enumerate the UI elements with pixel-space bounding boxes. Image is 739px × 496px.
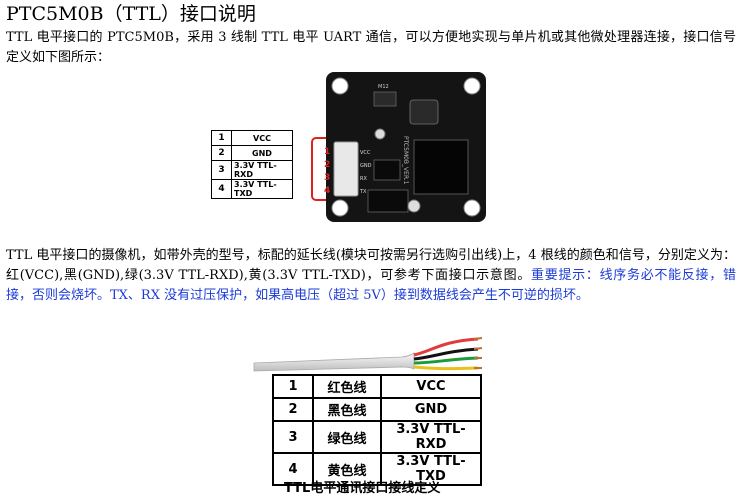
component	[373, 91, 397, 107]
component	[373, 159, 401, 181]
cable-sheath	[253, 352, 415, 372]
component	[409, 99, 439, 125]
table-row: 3 绿色线 3.3V TTL-RXD	[272, 420, 482, 454]
silk-label: RX	[360, 176, 367, 182]
cable-description-paragraph: TTL 电平接口的摄像机，如带外壳的型号，标配的延长线(模块可按需另行选购引出线…	[6, 246, 736, 306]
table-row: 1 红色线 VCC	[272, 374, 482, 399]
wire-signal: 3.3V TTL-RXD	[380, 420, 482, 454]
wire-color: 绿色线	[312, 420, 382, 454]
silk-label: VCC	[360, 150, 371, 156]
pin-signal: 3.3V TTL-TXD	[231, 179, 293, 199]
cable-description: TTL 电平接口的摄像机，如带外壳的型号，标配的延长线(模块可按需另行选购引出线…	[6, 248, 736, 283]
wire-signal: GND	[380, 397, 482, 422]
wire-signal: VCC	[380, 374, 482, 399]
wire-number: 4	[272, 452, 314, 486]
silk-label: M12	[378, 84, 389, 90]
pin-signal: 3.3V TTL-RXD	[231, 160, 293, 180]
connector-number: 1	[324, 147, 330, 157]
pin-number: 3	[211, 160, 232, 180]
table-row: 4 黄色线 3.3V TTL-TXD	[272, 452, 482, 486]
wire-color: 黑色线	[312, 397, 382, 422]
wire-color: 红色线	[312, 374, 382, 399]
mount-hole	[463, 199, 481, 217]
intro-paragraph: TTL 电平接口的 PTC5M0B，采用 3 线制 TTL 电平 UART 通信…	[6, 30, 736, 65]
mount-hole	[331, 77, 349, 95]
wire-number: 3	[272, 420, 314, 454]
pin-signal: GND	[231, 145, 293, 161]
connector-number: 2	[324, 160, 330, 170]
wire-red	[413, 337, 479, 357]
pin-definition-table: 1 VCC 2 GND 3 3.3V TTL-RXD 4 3.3V TTL-TX…	[211, 130, 293, 199]
table-row: 4 3.3V TTL-TXD	[211, 179, 293, 199]
wire-tip	[473, 347, 483, 350]
pin-number: 4	[211, 179, 232, 199]
main-chip	[413, 139, 469, 195]
warning-text: 重要提示：线序务必不能反接，错接，否则会烧坏。TX、RX 没有过压保护，如果高电…	[6, 268, 736, 303]
table-caption: TTL电平通讯接口接线定义	[284, 481, 441, 496]
mount-hole	[331, 199, 349, 217]
table-row: 2 黑色线 GND	[272, 397, 482, 422]
silk-label: PTC5M0B_VER.1	[402, 136, 409, 185]
wire-yellow	[413, 365, 479, 371]
pin-signal: VCC	[231, 130, 293, 146]
silk-label: TX	[359, 189, 367, 195]
cable-image	[253, 337, 483, 372]
wire-tip	[473, 337, 483, 340]
wire-color-table: 1 红色线 VCC 2 黑色线 GND 3 绿色线 3.3V TTL-RXD 4…	[272, 374, 482, 486]
uart-connector	[333, 141, 359, 197]
wire-number: 2	[272, 397, 314, 422]
table-row: 1 VCC	[211, 130, 293, 146]
silk-label: GND	[360, 163, 372, 169]
capacitor	[407, 199, 421, 213]
page-title: PTC5M0B（TTL）接口说明	[6, 3, 256, 25]
component	[367, 189, 409, 213]
wire-number: 1	[272, 374, 314, 399]
wire-black	[413, 347, 479, 361]
camera-board-image: 1 2 3 4 VCC GND RX TX M12 PTC5M0B_VER.1	[311, 72, 486, 222]
wire-color: 黄色线	[312, 452, 382, 486]
pin-number: 2	[211, 145, 232, 161]
wire-signal: 3.3V TTL-TXD	[380, 452, 482, 486]
connector-number: 4	[324, 186, 330, 196]
mount-hole	[463, 77, 481, 95]
pin-number: 1	[211, 130, 232, 146]
wire-green	[413, 356, 479, 365]
table-row: 2 GND	[211, 145, 293, 161]
connector-number: 3	[324, 173, 330, 183]
capacitor	[374, 128, 386, 140]
table-row: 3 3.3V TTL-RXD	[211, 160, 293, 180]
